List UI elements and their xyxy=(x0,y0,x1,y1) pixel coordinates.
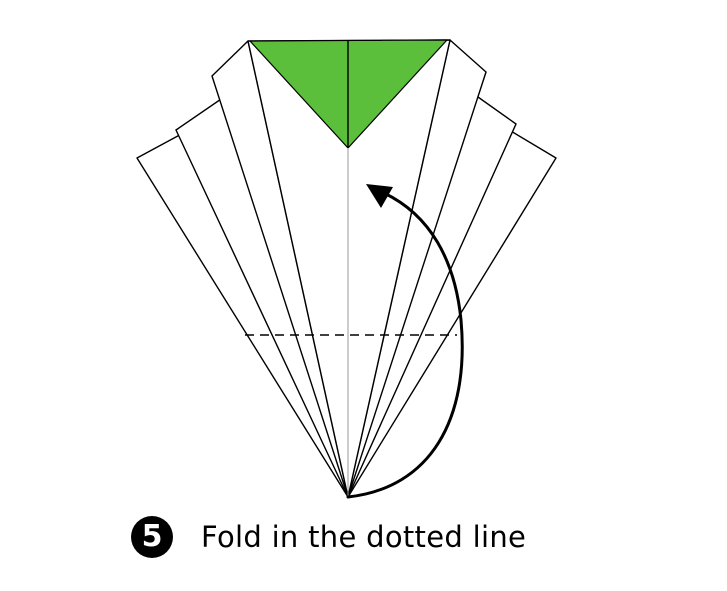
step-number-badge: 5 xyxy=(131,516,173,558)
fold-arrow xyxy=(346,191,464,499)
step-caption: 5 Fold in the dotted line xyxy=(131,516,526,558)
step-instruction-text: Fold in the dotted line xyxy=(201,520,527,554)
fold-arrowhead xyxy=(366,184,393,208)
